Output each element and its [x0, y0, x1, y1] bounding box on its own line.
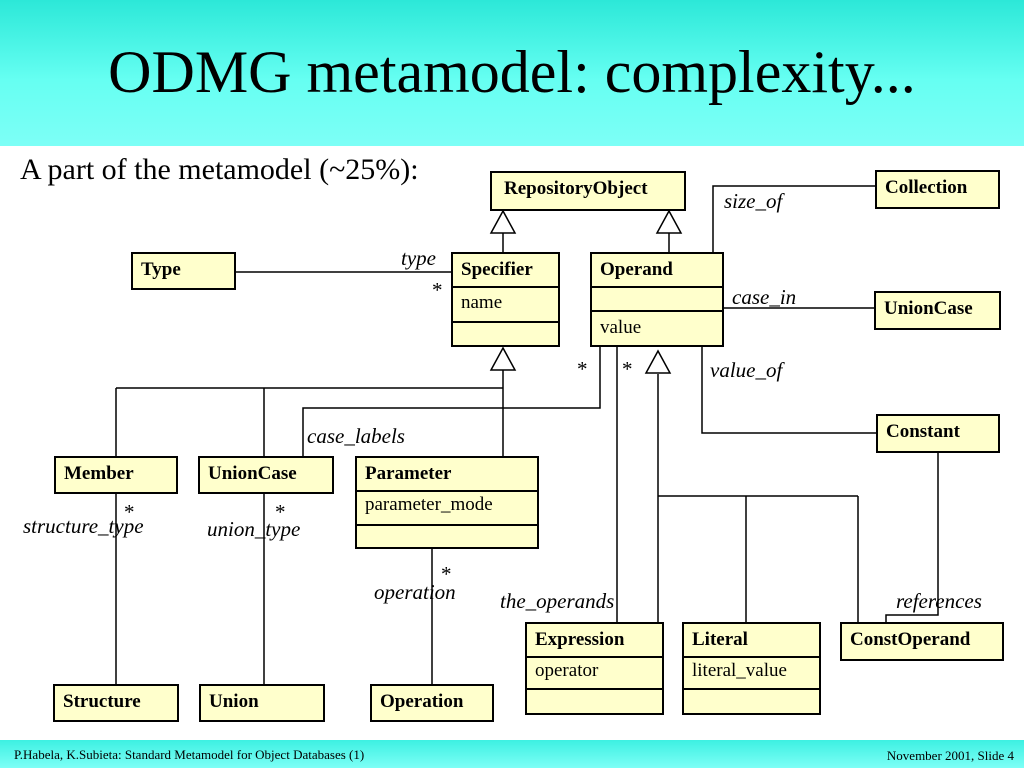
class-attribute: literal_value: [692, 660, 787, 681]
compartment-divider: [453, 321, 558, 323]
class-name: Constant: [886, 421, 960, 442]
multiplicity-structure-type: *: [124, 500, 135, 524]
multiplicity-case-labels: *: [577, 357, 588, 381]
compartment-divider: [592, 310, 722, 312]
footer-slide-number: November 2001, Slide 4: [886, 748, 1014, 763]
value-of-line: [701, 346, 876, 434]
compartment-divider: [684, 688, 819, 690]
compartment-divider: [357, 524, 537, 526]
class-name: Collection: [885, 177, 968, 198]
class-attribute: parameter_mode: [365, 494, 493, 515]
class-specifier: Specifier name: [451, 252, 560, 347]
slide-footer: P.Habela, K.Subieta: Standard Metamodel …: [0, 740, 1024, 768]
sub-to-operand-arrow: [644, 349, 672, 374]
class-member: Member: [54, 456, 178, 494]
compartment-divider: [527, 688, 662, 690]
class-expression: Expression operator: [525, 622, 664, 715]
role-size-of: size_of: [724, 189, 783, 213]
class-type: Type: [131, 252, 236, 290]
class-operand: Operand value: [590, 252, 724, 347]
class-attribute: name: [461, 292, 503, 313]
class-const-operand: ConstOperand: [840, 622, 1004, 661]
class-name: Operation: [380, 691, 464, 712]
role-union-type: union_type: [207, 517, 301, 541]
class-name: UnionCase: [208, 463, 297, 484]
multiplicity-union-type: *: [275, 500, 286, 524]
compartment-divider: [684, 656, 819, 658]
class-literal: Literal literal_value: [682, 622, 821, 715]
class-operation: Operation: [370, 684, 494, 722]
class-name: Parameter: [365, 463, 452, 484]
role-case-labels: case_labels: [307, 424, 405, 448]
class-name: Structure: [63, 691, 141, 712]
size-of-line: [712, 185, 876, 252]
class-name: Specifier: [461, 259, 533, 280]
compartment-divider: [357, 490, 537, 492]
class-name: Type: [141, 259, 181, 280]
multiplicity-operation: *: [441, 562, 452, 586]
class-name: Union: [209, 691, 259, 712]
operand-to-repo-arrow: [655, 209, 683, 234]
multiplicity-the-operands: *: [622, 357, 633, 381]
class-union: Union: [199, 684, 325, 722]
class-name: Expression: [535, 629, 625, 650]
slide-title: ODMG metamodel: complexity...: [108, 39, 916, 105]
role-value-of: value_of: [710, 358, 783, 382]
role-case-in: case_in: [732, 285, 797, 309]
compartment-divider: [453, 286, 558, 288]
compartment-divider: [527, 656, 662, 658]
class-name: UnionCase: [884, 298, 973, 319]
class-parameter: Parameter parameter_mode: [355, 456, 539, 549]
class-attribute: operator: [535, 660, 599, 681]
class-name: ConstOperand: [850, 629, 971, 650]
role-operation: operation: [374, 580, 456, 604]
footer-authors: P.Habela, K.Subieta: Standard Metamodel …: [14, 747, 365, 762]
class-name: Member: [64, 463, 134, 484]
compartment-divider: [592, 286, 722, 288]
class-constant: Constant: [876, 414, 1000, 453]
class-structure: Structure: [53, 684, 179, 722]
class-attribute: value: [600, 317, 642, 338]
slide-subtitle: A part of the metamodel (~25%):: [20, 153, 419, 186]
class-union-case-left: UnionCase: [198, 456, 334, 494]
role-structure-type: structure_type: [23, 514, 144, 538]
role-type: type: [401, 246, 436, 270]
class-name: Operand: [600, 259, 673, 280]
references-line: [885, 453, 939, 622]
class-repository-object: RepositoryObject: [490, 171, 686, 211]
slide-header: [0, 0, 1024, 146]
multiplicity-type: *: [432, 278, 443, 302]
class-name: Literal: [692, 629, 748, 650]
sub-to-spec-arrow: [489, 346, 517, 371]
role-the-operands: the_operands: [500, 589, 615, 613]
class-union-case-right: UnionCase: [874, 291, 1001, 330]
class-name: RepositoryObject: [504, 178, 648, 199]
case-labels-line: [302, 346, 601, 456]
class-collection: Collection: [875, 170, 1000, 209]
spec-to-repo-arrow: [489, 209, 517, 234]
role-references: references: [896, 589, 982, 613]
